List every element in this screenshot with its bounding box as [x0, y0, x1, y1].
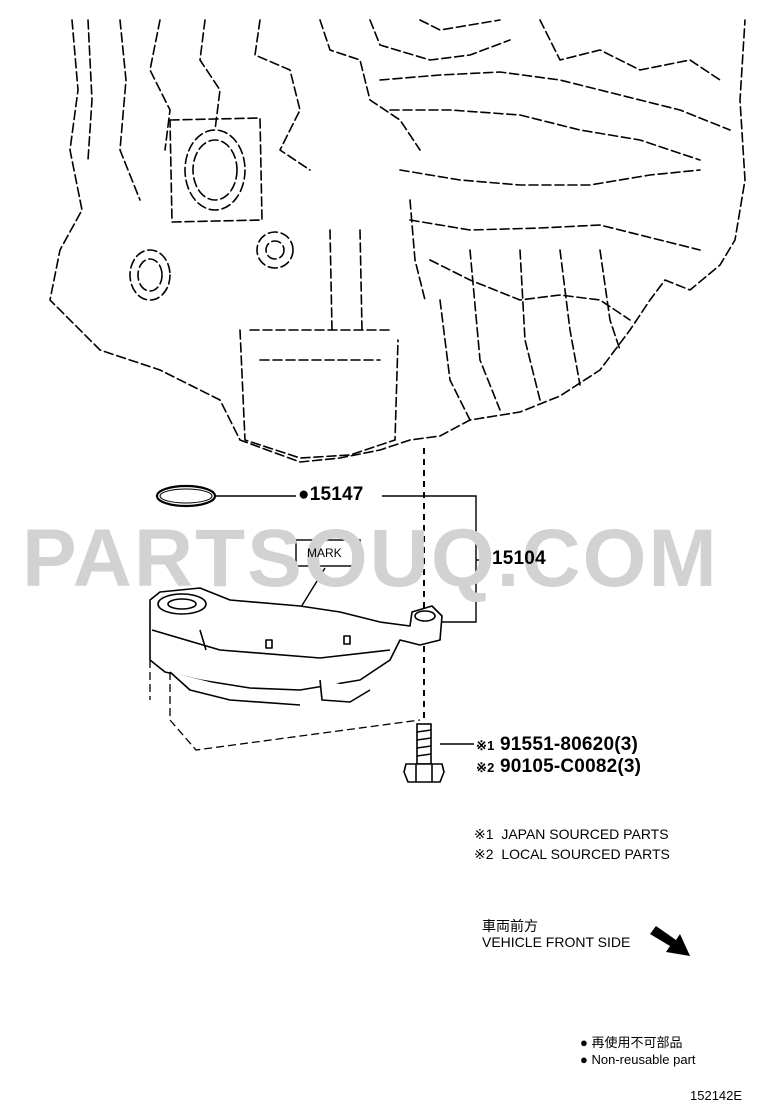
vehicle-front-jp: 車両前方 [482, 918, 538, 934]
note-local-sourced: ※2 LOCAL SOURCED PARTS [474, 846, 670, 862]
mark-box [295, 539, 361, 567]
strainer-hidden-lines [149, 660, 421, 751]
legend-non-reusable-jp: ● 再使用不可部品 [580, 1035, 683, 1050]
o-ring-inner [159, 488, 213, 504]
figure-id: 152142E [690, 1088, 743, 1103]
front-arrow-icon [650, 926, 690, 956]
watermark: PARTSOUQ.COM [22, 513, 719, 604]
bolt [403, 723, 445, 783]
mark-label: MARK [307, 546, 342, 560]
engine-block-outline [49, 19, 746, 463]
legend-non-reusable-en: ● Non-reusable part [580, 1052, 696, 1067]
non-reusable-bullet-icon: ● [298, 484, 310, 505]
note1-marker: ※1 [476, 738, 495, 753]
leader-lines [216, 495, 490, 745]
o-ring [155, 484, 217, 508]
note2-marker: ※2 [476, 760, 495, 775]
oil-strainer [149, 587, 443, 706]
legend-bullet-icon: ● [580, 1035, 588, 1050]
legend-bullet-icon-2: ● [580, 1052, 588, 1067]
note-japan-sourced: ※1 JAPAN SOURCED PARTS [474, 826, 669, 842]
part-91551-80620[interactable]: ※1 91551-80620(3) [476, 734, 639, 755]
part-15147[interactable]: ●15147 [298, 484, 364, 505]
part-15104[interactable]: 15104 [492, 548, 546, 569]
part-90105-C0082[interactable]: ※2 90105-C0082(3) [476, 756, 642, 777]
vehicle-front-en: VEHICLE FRONT SIDE [482, 934, 631, 950]
